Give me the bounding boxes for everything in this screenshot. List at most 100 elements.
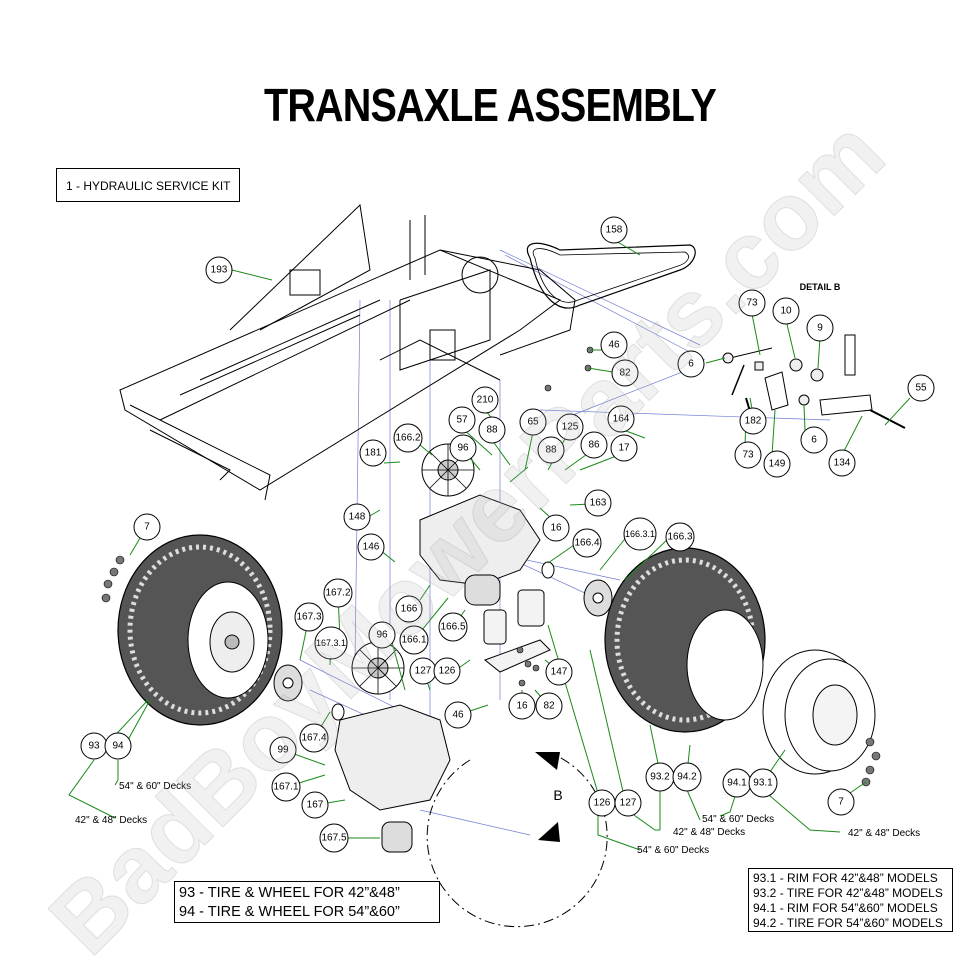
callout-9: 9 — [806, 314, 834, 342]
filter-canister — [483, 609, 507, 645]
svg-text:193: 193 — [211, 265, 228, 276]
svg-text:46: 46 — [452, 710, 464, 721]
callout-127-b: 127 — [614, 789, 642, 817]
callout-167-1: 167.1 — [271, 772, 301, 802]
callout-7-a: 7 — [133, 513, 161, 541]
callout-166: 166 — [395, 595, 423, 623]
svg-text:57: 57 — [456, 415, 468, 426]
caption-42-48-right: 42" & 48" Decks — [848, 828, 920, 839]
drive-belt — [526, 242, 696, 309]
svg-text:166.3: 166.3 — [667, 532, 692, 543]
svg-text:125: 125 — [562, 422, 579, 433]
callout-99: 99 — [269, 736, 297, 764]
caption-54-60-left: 54" & 60" Decks — [119, 781, 191, 792]
svg-text:167.4: 167.4 — [301, 733, 326, 744]
svg-text:96: 96 — [457, 443, 469, 454]
callout-94-2: 94.2 — [672, 762, 702, 792]
svg-text:181: 181 — [365, 448, 382, 459]
svg-text:167.1: 167.1 — [273, 782, 298, 793]
callout-46-b: 46 — [444, 701, 472, 729]
legend-item: 94 - TIRE & WHEEL FOR 54”&60” — [179, 904, 400, 920]
legend-item: 94.1 - RIM FOR 54”&60” MODELS — [753, 901, 938, 915]
left-tire — [117, 534, 283, 726]
callout-17: 17 — [610, 434, 638, 462]
callout-86: 86 — [580, 431, 608, 459]
svg-text:46: 46 — [608, 340, 620, 351]
svg-text:167: 167 — [307, 800, 324, 811]
callout-126-a: 126 — [433, 657, 461, 685]
callout-6-a: 6 — [677, 350, 705, 378]
callout-167: 167 — [301, 791, 329, 819]
callout-73-a: 73 — [738, 289, 766, 317]
callout-163: 163 — [584, 489, 612, 517]
svg-text:147: 147 — [551, 667, 568, 678]
svg-text:94: 94 — [112, 741, 124, 752]
callout-167-4: 167.4 — [299, 723, 329, 753]
callout-134: 134 — [828, 449, 856, 477]
svg-text:163: 163 — [590, 498, 607, 509]
callout-94-1: 94.1 — [722, 768, 752, 798]
callout-16-b: 16 — [508, 692, 536, 720]
svg-text:65: 65 — [527, 417, 539, 428]
callout-210: 210 — [471, 386, 499, 414]
callout-166-1: 166.1 — [399, 625, 429, 655]
svg-text:167.5: 167.5 — [321, 833, 346, 844]
svg-text:148: 148 — [349, 512, 366, 523]
right-tire — [604, 547, 766, 733]
service-kit-box: 1 - HYDRAULIC SERVICE KIT — [56, 168, 240, 202]
svg-text:149: 149 — [769, 459, 786, 470]
caption-42-48-mid: 42" & 48" Decks — [673, 827, 745, 838]
callout-166-3: 166.3 — [665, 522, 695, 552]
svg-text:127: 127 — [415, 666, 432, 677]
callout-6-b: 6 — [800, 426, 828, 454]
svg-text:55: 55 — [915, 383, 927, 394]
callout-125: 125 — [556, 413, 584, 441]
svg-text:96: 96 — [376, 630, 388, 641]
callout-65: 65 — [519, 408, 547, 436]
callout-166-5: 166.5 — [438, 612, 468, 642]
svg-text:17: 17 — [618, 443, 630, 454]
svg-text:126: 126 — [439, 666, 456, 677]
svg-text:10: 10 — [780, 306, 792, 317]
right-rim — [762, 649, 876, 775]
callout-167-5: 167.5 — [319, 823, 349, 853]
callout-127-a: 127 — [409, 657, 437, 685]
page-title: TRANSAXLE ASSEMBLY — [264, 79, 717, 131]
callout-7-b: 7 — [827, 788, 855, 816]
callout-149: 149 — [763, 450, 791, 478]
callout-73-b: 73 — [734, 441, 762, 469]
callout-167-2: 167.2 — [323, 578, 353, 608]
svg-text:82: 82 — [543, 701, 555, 712]
callout-88-a: 88 — [478, 416, 506, 444]
callout-16-a: 16 — [542, 514, 570, 542]
callout-46-a: 46 — [600, 331, 628, 359]
svg-text:9: 9 — [817, 323, 823, 334]
svg-text:16: 16 — [550, 523, 562, 534]
svg-text:86: 86 — [588, 440, 600, 451]
leader-lines — [68, 239, 911, 851]
svg-text:88: 88 — [545, 445, 557, 456]
svg-text:7: 7 — [838, 797, 844, 808]
callout-148: 148 — [343, 503, 371, 531]
callout-158: 158 — [600, 216, 628, 244]
svg-text:146: 146 — [363, 542, 380, 553]
detail-b-label: DETAIL B — [800, 282, 841, 292]
callout-93: 93 — [80, 732, 108, 760]
svg-text:6: 6 — [811, 435, 817, 446]
svg-text:88: 88 — [486, 425, 498, 436]
caption-54-60-mid: 54" & 60" Decks — [702, 814, 774, 825]
callout-193: 193 — [205, 256, 233, 284]
svg-text:182: 182 — [745, 416, 762, 427]
svg-text:127: 127 — [620, 798, 637, 809]
caption-54-60-bottom: 54" & 60" Decks — [637, 845, 709, 856]
detail-b-marker: B — [553, 787, 562, 803]
svg-text:93: 93 — [88, 741, 100, 752]
svg-text:93.1: 93.1 — [753, 778, 773, 789]
caption-42-48-left: 42" & 48" Decks — [75, 815, 147, 826]
callout-146: 146 — [357, 533, 385, 561]
svg-text:94.2: 94.2 — [677, 772, 697, 783]
callout-96-a: 96 — [449, 434, 477, 462]
callouts: 158 193 73 10 9 46 82 6 182 73 149 6 134… — [80, 216, 935, 853]
svg-text:210: 210 — [477, 395, 494, 406]
